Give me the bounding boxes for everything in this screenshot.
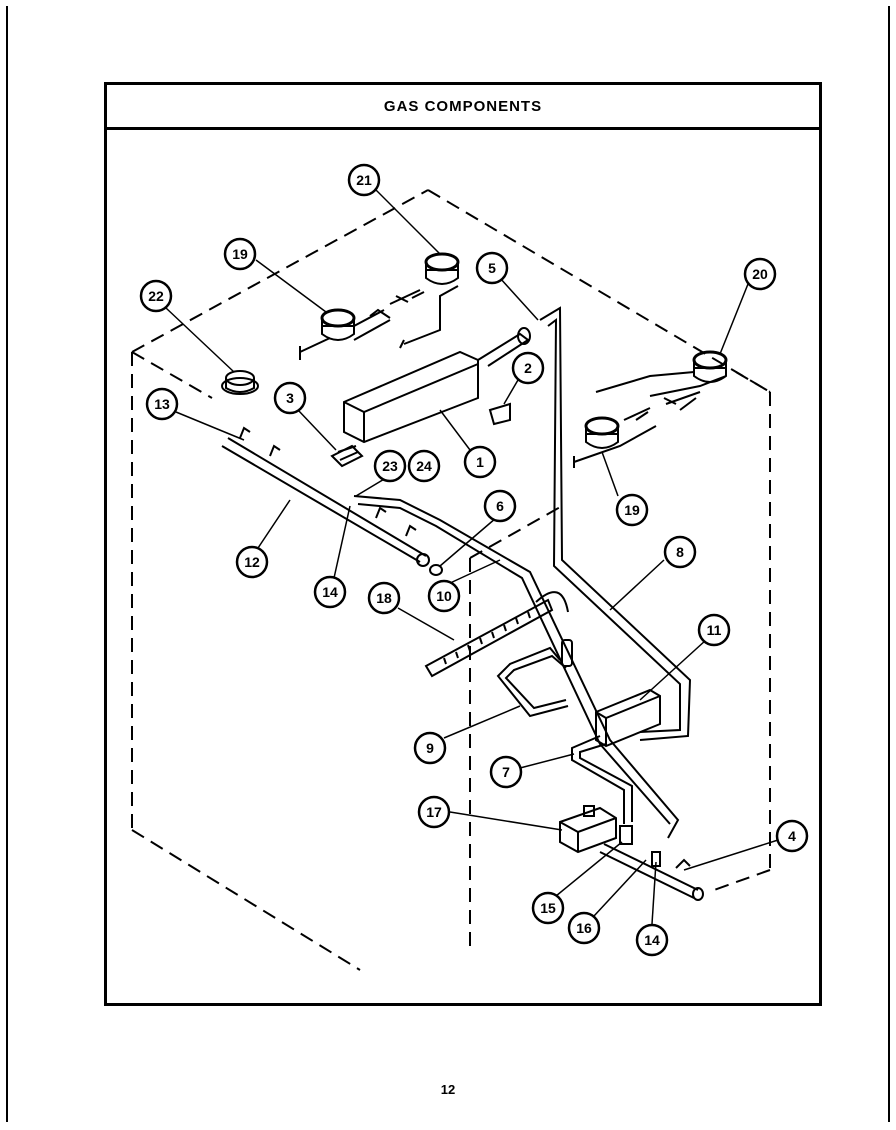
svg-text:8: 8 — [676, 544, 684, 560]
burner-right-19 — [573, 407, 657, 468]
svg-text:20: 20 — [752, 266, 768, 282]
page-number: 12 — [440, 1082, 456, 1097]
svg-text:4: 4 — [788, 828, 796, 844]
callout-4: 4 — [775, 819, 809, 853]
callout-24: 24 — [407, 449, 441, 483]
callout-21: 21 — [347, 163, 381, 197]
svg-text:19: 19 — [232, 246, 248, 262]
callout-14: 14 — [313, 575, 347, 609]
callout-15: 15 — [531, 891, 565, 925]
tube-8 — [539, 306, 692, 741]
callout-9: 9 — [413, 731, 447, 765]
svg-text:14: 14 — [644, 932, 660, 948]
callout-5: 5 — [475, 251, 509, 285]
svg-text:2: 2 — [524, 360, 532, 376]
burner-left-19 — [299, 308, 391, 360]
svg-text:10: 10 — [436, 588, 452, 604]
burner-right-20 — [595, 350, 728, 411]
svg-text:14: 14 — [322, 584, 338, 600]
svg-text:5: 5 — [488, 260, 496, 276]
svg-text:17: 17 — [426, 804, 442, 820]
callout-19: 19 — [615, 493, 649, 527]
callout-10: 10 — [427, 579, 461, 613]
cabinet-outline — [131, 189, 771, 971]
orifice-6 — [429, 564, 443, 576]
callout-20: 20 — [743, 257, 777, 291]
main-gas-pipe — [599, 825, 704, 901]
svg-text:19: 19 — [624, 502, 640, 518]
svg-text:1: 1 — [476, 454, 484, 470]
svg-text:15: 15 — [540, 900, 556, 916]
title-bar: GAS COMPONENTS — [107, 85, 819, 130]
bracket-2 — [488, 402, 511, 426]
manifold-12 — [221, 426, 430, 567]
svg-text:12: 12 — [244, 554, 260, 570]
callout-3: 3 — [273, 381, 307, 415]
callout-7: 7 — [489, 755, 523, 789]
callout-2: 2 — [511, 351, 545, 385]
callout-8: 8 — [663, 535, 697, 569]
callout-11: 11 — [697, 613, 731, 647]
tube-10 — [353, 495, 680, 839]
svg-text:18: 18 — [376, 590, 392, 606]
callout-19: 19 — [223, 237, 257, 271]
callout-1: 1 — [463, 445, 497, 479]
oven-burner-1 — [343, 327, 531, 444]
regulator-17 — [559, 805, 617, 854]
leader-lines — [165, 185, 779, 925]
tube-9 — [496, 646, 569, 718]
callout-22: 22 — [139, 279, 173, 313]
valve-11 — [595, 688, 661, 748]
page-frame — [6, 6, 890, 1122]
oven-burner-18 — [424, 591, 569, 678]
callout-16: 16 — [567, 911, 601, 945]
svg-text:16: 16 — [576, 920, 592, 936]
burner-rear-21 — [389, 252, 460, 349]
svg-text:13: 13 — [154, 396, 170, 412]
svg-text:23: 23 — [382, 458, 398, 474]
callout-18: 18 — [367, 581, 401, 615]
callout-6: 6 — [483, 489, 517, 523]
diagram-title: GAS COMPONENTS — [383, 97, 543, 115]
svg-text:3: 3 — [286, 390, 294, 406]
svg-text:24: 24 — [416, 458, 432, 474]
callout-23: 23 — [373, 449, 407, 483]
callout-12: 12 — [235, 545, 269, 579]
callout-13: 13 — [145, 387, 179, 421]
knob-22 — [221, 370, 259, 395]
callout-17: 17 — [417, 795, 451, 829]
callout-14: 14 — [635, 923, 669, 957]
svg-text:22: 22 — [148, 288, 164, 304]
svg-text:7: 7 — [502, 764, 510, 780]
svg-text:11: 11 — [707, 622, 722, 638]
bracket-3 — [330, 444, 364, 468]
diagram-frame: GAS COMPONENTS — [104, 82, 822, 1006]
svg-text:6: 6 — [496, 498, 504, 514]
svg-text:9: 9 — [426, 740, 434, 756]
svg-text:21: 21 — [356, 172, 372, 188]
tube-7 — [571, 735, 633, 824]
